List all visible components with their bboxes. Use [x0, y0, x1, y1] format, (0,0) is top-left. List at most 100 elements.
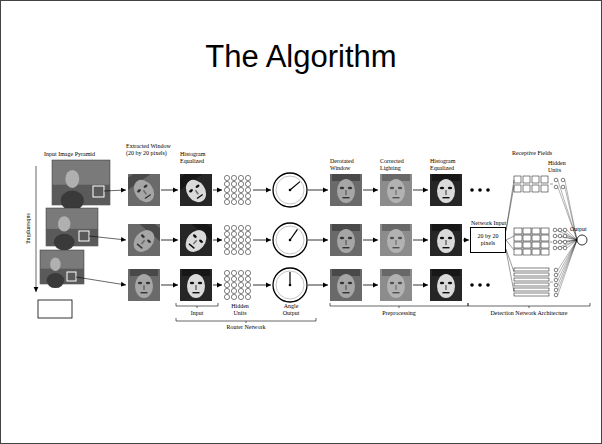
- continuation-dot: [470, 188, 474, 192]
- angle-dial-inner: [276, 226, 304, 254]
- output-unit: [577, 235, 587, 245]
- face-group: [332, 269, 360, 298]
- face-oval: [182, 176, 211, 206]
- receptive-field: [514, 185, 521, 192]
- router-unit: [224, 282, 229, 287]
- diagram-label: Input: [191, 310, 204, 317]
- router-unit: [231, 193, 236, 198]
- eye: [143, 184, 148, 189]
- face-thumbnail: [128, 224, 160, 256]
- router-unit: [245, 181, 250, 186]
- mouth: [197, 194, 204, 199]
- continuation-dot: [486, 283, 490, 287]
- router-unit: [245, 175, 250, 180]
- eye: [448, 237, 452, 240]
- face-thumbnail: [430, 269, 462, 301]
- router-unit: [231, 187, 236, 192]
- nose: [445, 190, 447, 195]
- diagram-label: Hidden Units: [228, 303, 252, 317]
- eye: [448, 187, 452, 190]
- eye: [190, 282, 194, 285]
- mouth: [193, 292, 200, 293]
- face-thumbnail: [180, 269, 212, 301]
- receptive-field: [532, 235, 540, 241]
- router-unit: [224, 237, 229, 242]
- face-group: [128, 224, 160, 256]
- router-unit: [245, 288, 250, 293]
- receptive-stripe: [514, 288, 549, 291]
- hidden-unit: [553, 240, 557, 244]
- eye: [198, 282, 202, 285]
- router-unit: [245, 193, 250, 198]
- eye: [192, 234, 197, 239]
- eye: [138, 282, 142, 285]
- angle-dial-inner: [276, 271, 304, 299]
- output-link: [558, 240, 577, 290]
- receptive-field: [523, 235, 531, 241]
- hidden-unit: [554, 273, 558, 277]
- pyramid-blank: [38, 300, 72, 318]
- mouth: [145, 194, 152, 199]
- diagram-label: Angle Output: [278, 303, 304, 317]
- box-heading: Network Input: [471, 220, 511, 227]
- hidden-unit: [561, 178, 565, 182]
- face-thumbnail: [380, 269, 412, 301]
- nose: [345, 190, 347, 195]
- router-unit: [238, 276, 243, 281]
- output-link: [567, 240, 577, 242]
- face-group: [332, 224, 360, 253]
- face-group: [182, 269, 210, 298]
- receptive-field: [532, 249, 540, 255]
- router-unit: [238, 288, 243, 293]
- eye: [440, 237, 444, 240]
- face-group: [432, 269, 460, 298]
- receptive-field: [523, 228, 531, 234]
- receptive-field: [541, 249, 549, 255]
- router-unit: [224, 288, 229, 293]
- router-unit: [224, 193, 229, 198]
- face-thumbnail: [128, 269, 160, 301]
- eye: [340, 237, 344, 240]
- router-unit: [245, 243, 250, 248]
- eye: [140, 234, 145, 239]
- receptive-stripe: [514, 268, 549, 271]
- dial-hub: [289, 284, 292, 287]
- eye: [398, 282, 402, 285]
- face-group: [432, 174, 460, 203]
- output-link: [558, 240, 577, 280]
- slide-title: The Algorithm: [0, 38, 602, 75]
- face-group: [130, 269, 158, 298]
- mouth: [393, 247, 400, 248]
- face-thumbnail: [430, 174, 462, 206]
- pyramid-person: [65, 170, 79, 188]
- router-unit: [245, 237, 250, 242]
- output-link: [567, 236, 577, 240]
- face-group: [432, 224, 460, 253]
- router-unit: [224, 187, 229, 192]
- face-group: [382, 174, 410, 203]
- face-oval: [387, 229, 405, 253]
- hidden-unit: [554, 288, 558, 292]
- network-input-box: Network Input20 by 20 pixels: [470, 227, 506, 253]
- router-unit: [224, 199, 229, 204]
- diagram-label: Preprocessing: [382, 310, 416, 317]
- receptive-field: [532, 228, 540, 234]
- router-unit: [231, 231, 236, 236]
- router-unit: [238, 231, 243, 236]
- mouth: [343, 197, 350, 198]
- diagram-label: Hidden Units: [548, 160, 574, 174]
- router-unit: [238, 294, 243, 299]
- eye: [340, 282, 344, 285]
- face-oval: [135, 274, 153, 298]
- eye: [348, 187, 352, 190]
- nose: [395, 240, 397, 245]
- router-unit: [224, 243, 229, 248]
- face-thumbnail: [128, 174, 160, 206]
- eye: [198, 239, 203, 244]
- router-unit: [245, 276, 250, 281]
- face-oval: [387, 274, 405, 298]
- flow-line: [413, 285, 428, 286]
- continuation-dot: [486, 188, 490, 192]
- hidden-unit: [553, 228, 557, 232]
- flow-line: [413, 190, 428, 191]
